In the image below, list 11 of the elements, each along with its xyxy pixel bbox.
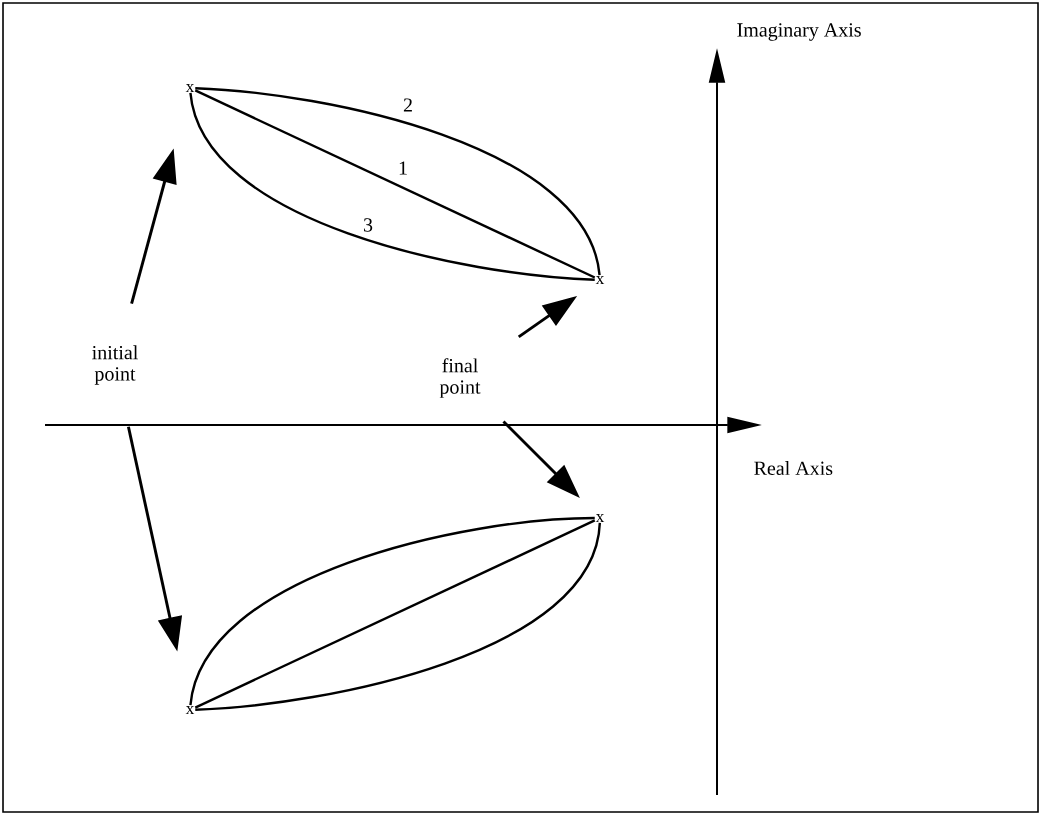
callout-text: final point <box>439 358 481 398</box>
axis-label: Real Axis <box>754 460 833 475</box>
point-marker: x <box>185 84 195 92</box>
edge-label: 3 <box>361 216 375 234</box>
point-marker: x <box>185 706 195 714</box>
point-marker: x <box>595 514 605 522</box>
axis-label: Imaginary Axis <box>737 23 861 41</box>
edge-label: 2 <box>401 97 415 113</box>
edge-label: 1 <box>396 160 410 176</box>
point-marker: x <box>595 276 605 284</box>
callout-text: initial point <box>92 345 138 385</box>
